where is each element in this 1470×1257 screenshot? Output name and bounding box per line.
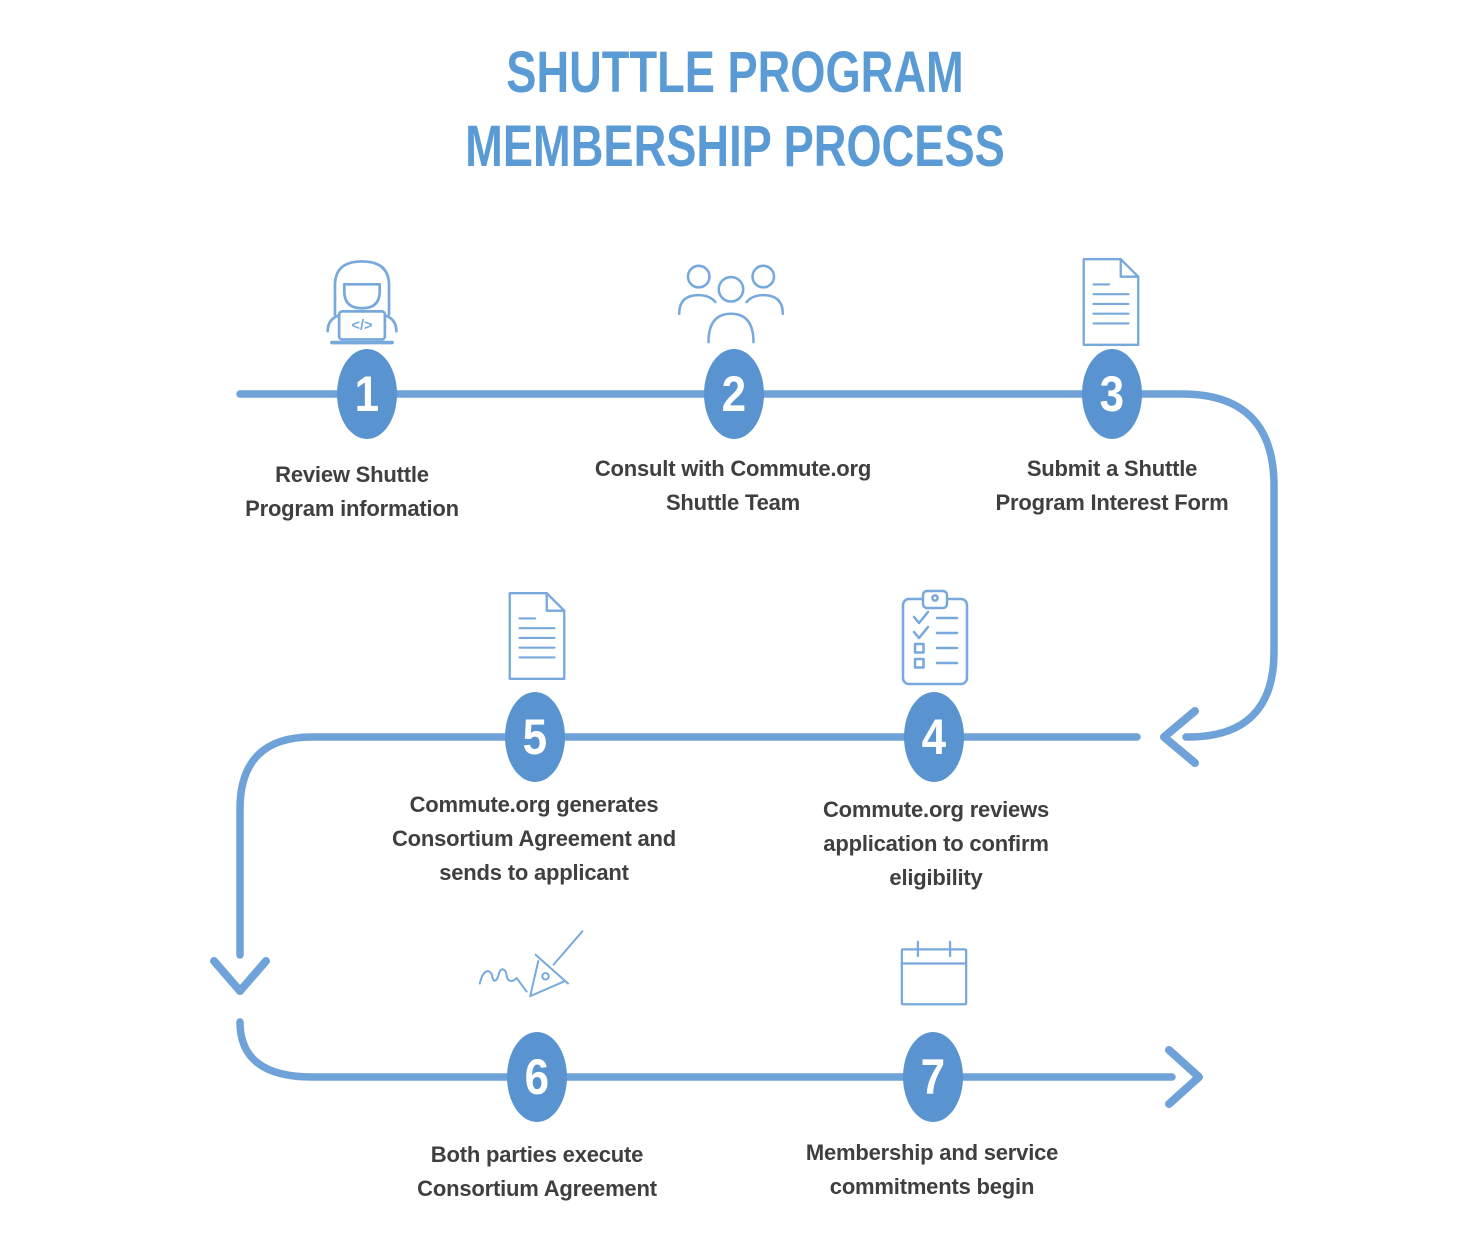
laptop-code-glyph: </> (351, 318, 372, 334)
step-6-label: Both parties execute Consortium Agreemen… (417, 1142, 657, 1201)
flow-line-row2 (236, 733, 1141, 959)
step-1-number: 1 (354, 366, 380, 422)
calendar-icon (900, 940, 968, 1006)
step-6-number: 6 (524, 1049, 550, 1105)
arrow-right-icon (1165, 1046, 1203, 1108)
step-1-node: 1 (337, 349, 397, 439)
step-7-number: 7 (920, 1049, 946, 1105)
step-4-label: Commute.org reviews application to confi… (822, 797, 1050, 890)
step-4-node: 4 (904, 692, 964, 782)
step-5-node: 5 (505, 692, 565, 782)
page-title-line1: SHUTTLE PROGRAM (506, 40, 964, 105)
step-1-label: Review Shuttle Program information (245, 462, 459, 521)
page-title-line2: MEMBERSHIP PROCESS (465, 114, 1005, 179)
step-3-node: 3 (1082, 349, 1142, 439)
step-4-number: 4 (921, 709, 947, 765)
document-icon (508, 591, 566, 681)
step-6-node: 6 (507, 1032, 567, 1122)
document-icon (1082, 257, 1140, 347)
step-3-number: 3 (1099, 366, 1125, 422)
step-2-label: Consult with Commute.org Shuttle Team (594, 456, 872, 515)
step-7-node: 7 (903, 1032, 963, 1122)
step-2-node: 2 (704, 349, 764, 439)
clipboard-checklist-icon (901, 589, 969, 686)
arrow-down-icon (210, 957, 270, 995)
signature-pen-icon (478, 930, 584, 998)
step-5-number: 5 (522, 709, 548, 765)
arrow-left-icon (1160, 707, 1199, 767)
flow-line-row3 (236, 1018, 1176, 1081)
step-3-label: Submit a Shuttle Program Interest Form (995, 456, 1229, 515)
person-at-laptop-icon: </> (326, 260, 398, 345)
step-5-label: Commute.org generates Consortium Agreeme… (391, 792, 677, 885)
page-title: SHUTTLE PROGRAM MEMBERSHIP PROCESS (0, 36, 1470, 184)
step-7-label: Membership and service commitments begin (805, 1140, 1059, 1199)
step-2-number: 2 (721, 366, 747, 422)
flow-line-row1 (236, 390, 1278, 741)
team-icon (677, 264, 785, 344)
